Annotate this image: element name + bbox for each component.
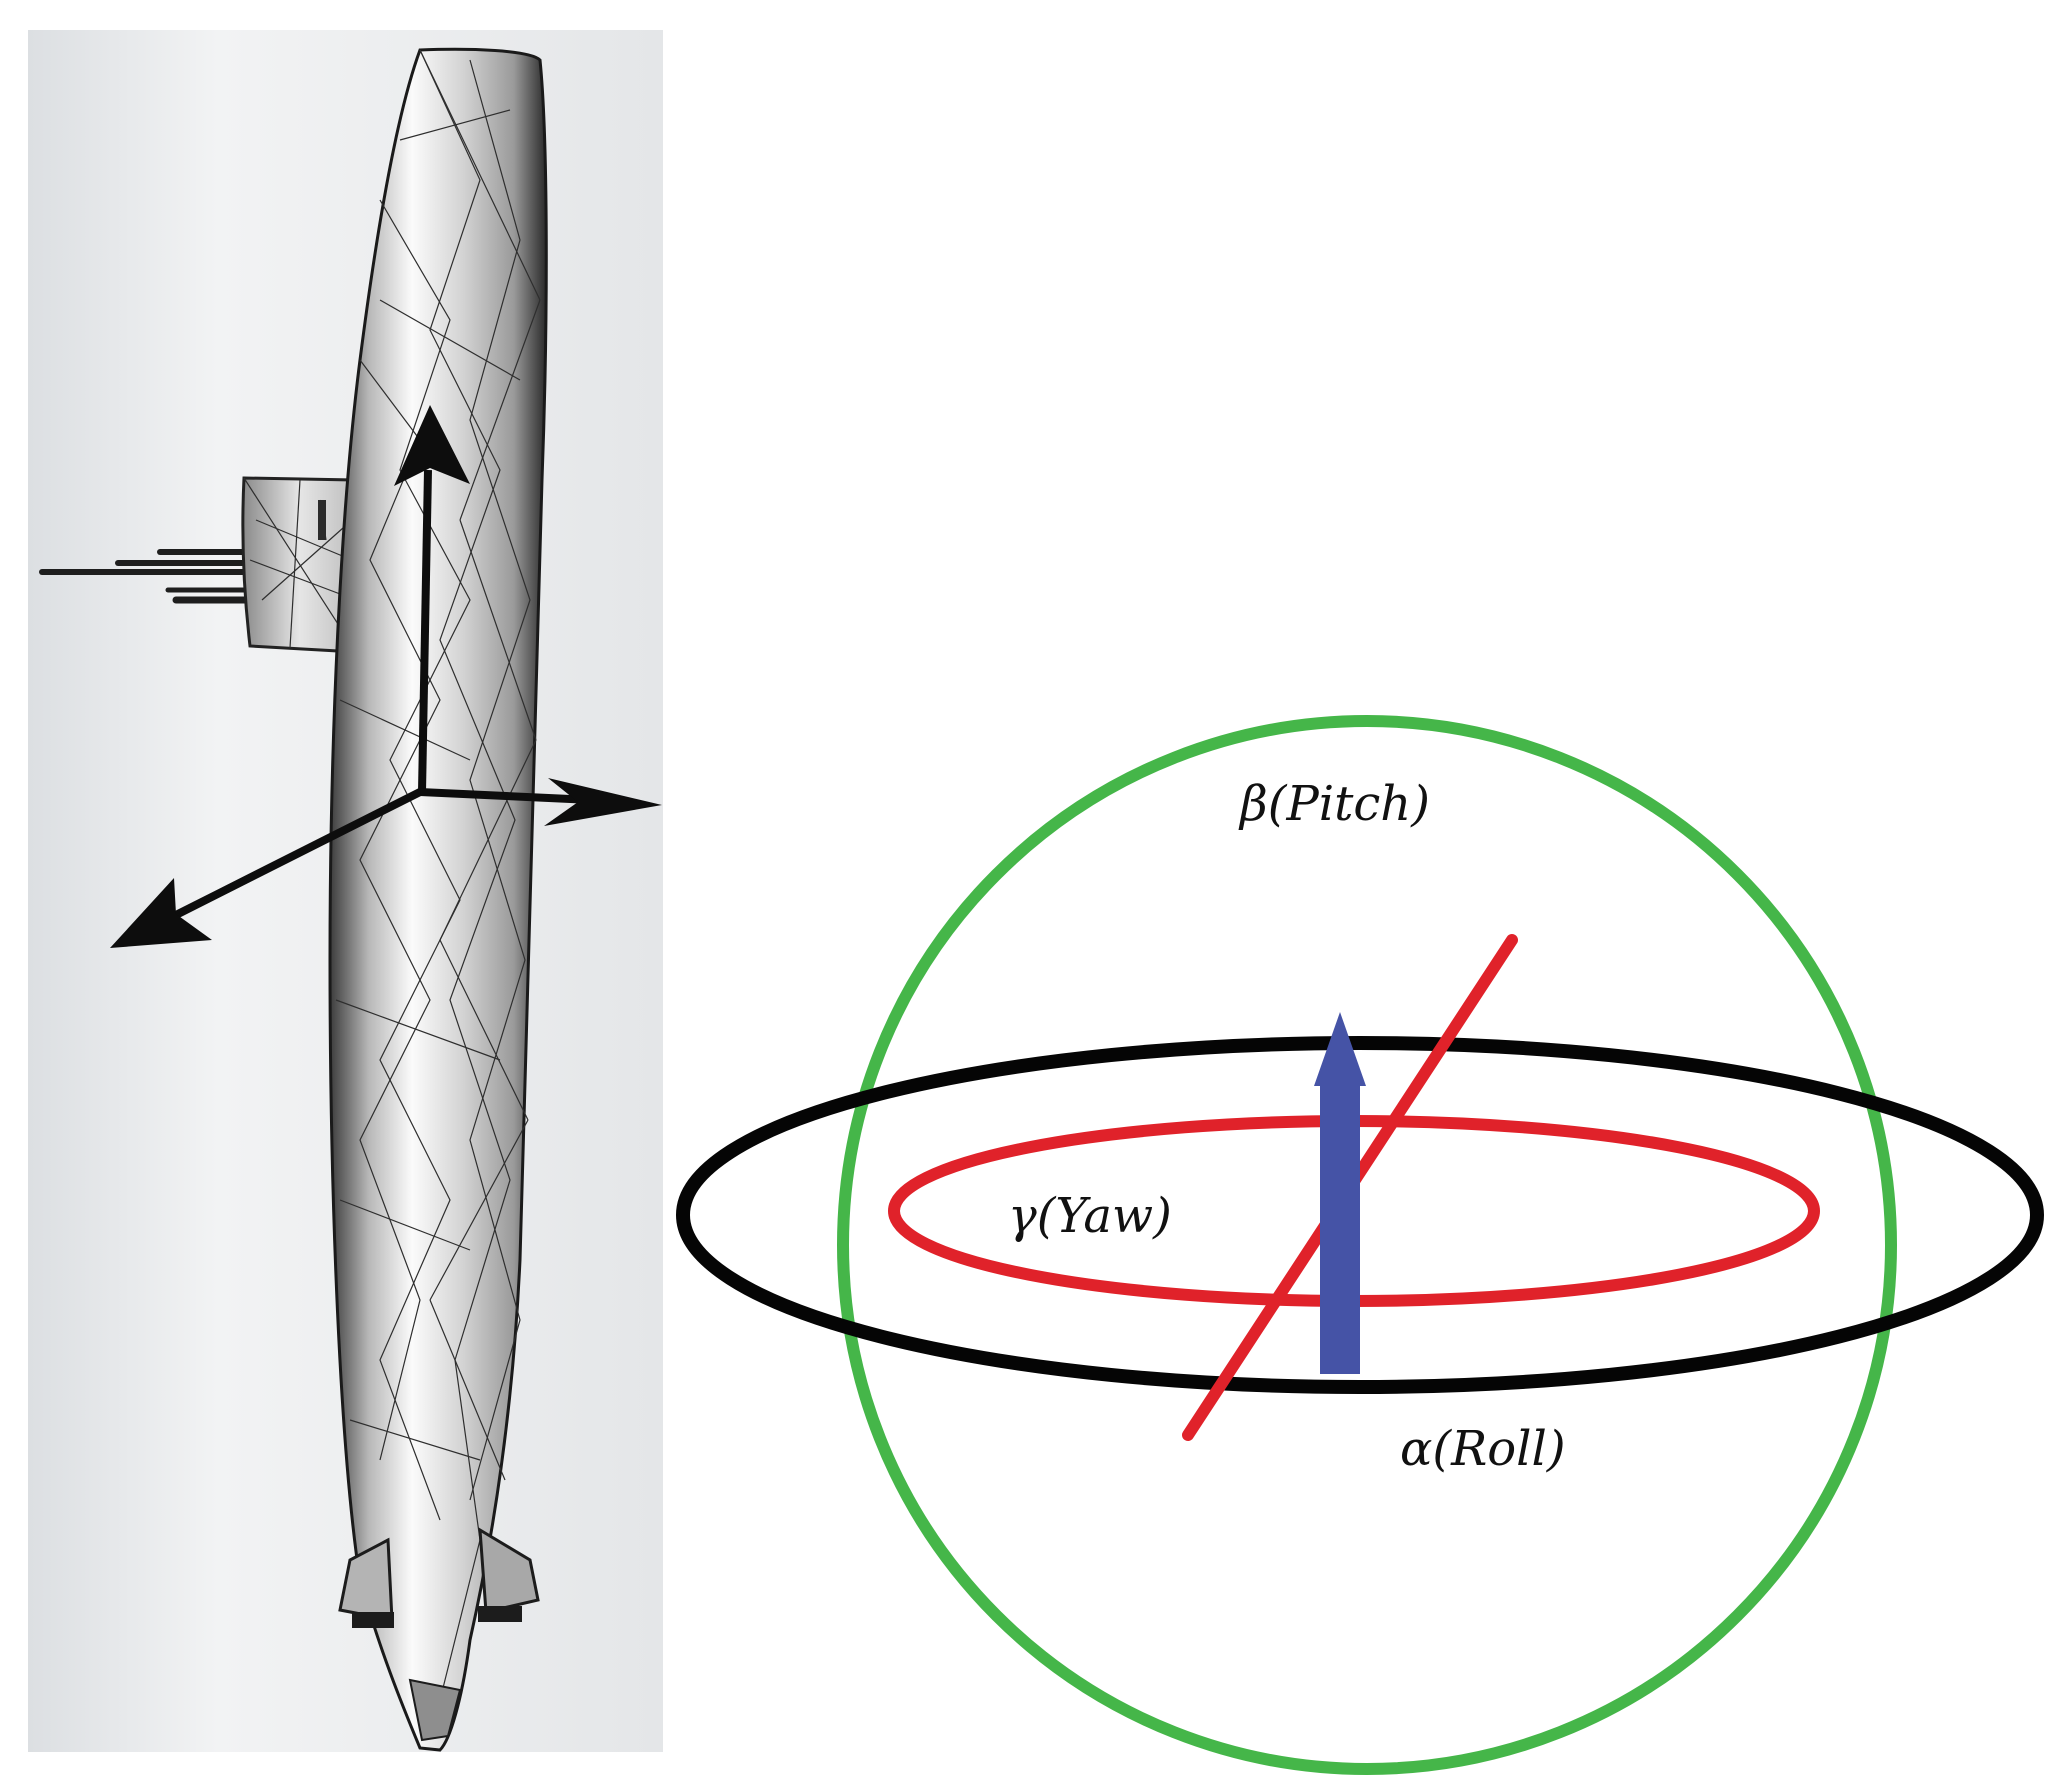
roll-ring (676, 1036, 2044, 1394)
attitude-diagram: β(Pitch) γ(Yaw) α(Roll) (676, 715, 2044, 1775)
submarine-panel (28, 30, 663, 1752)
periscope-masts (39, 549, 252, 604)
axis-up-arrow (394, 405, 470, 793)
pitch-circle (837, 715, 1897, 1775)
yaw-label: γ(Yaw) (1008, 1188, 1172, 1244)
conning-tower (241, 476, 358, 654)
roll-label: α(Roll) (1400, 1421, 1566, 1477)
axis-left-arrow (110, 788, 422, 948)
stern-fins (338, 1527, 540, 1742)
axis-right-arrow (419, 778, 662, 826)
body-axes (110, 405, 662, 948)
pitch-label: β(Pitch) (1238, 776, 1430, 832)
heading-arrow (1314, 1012, 1366, 1374)
